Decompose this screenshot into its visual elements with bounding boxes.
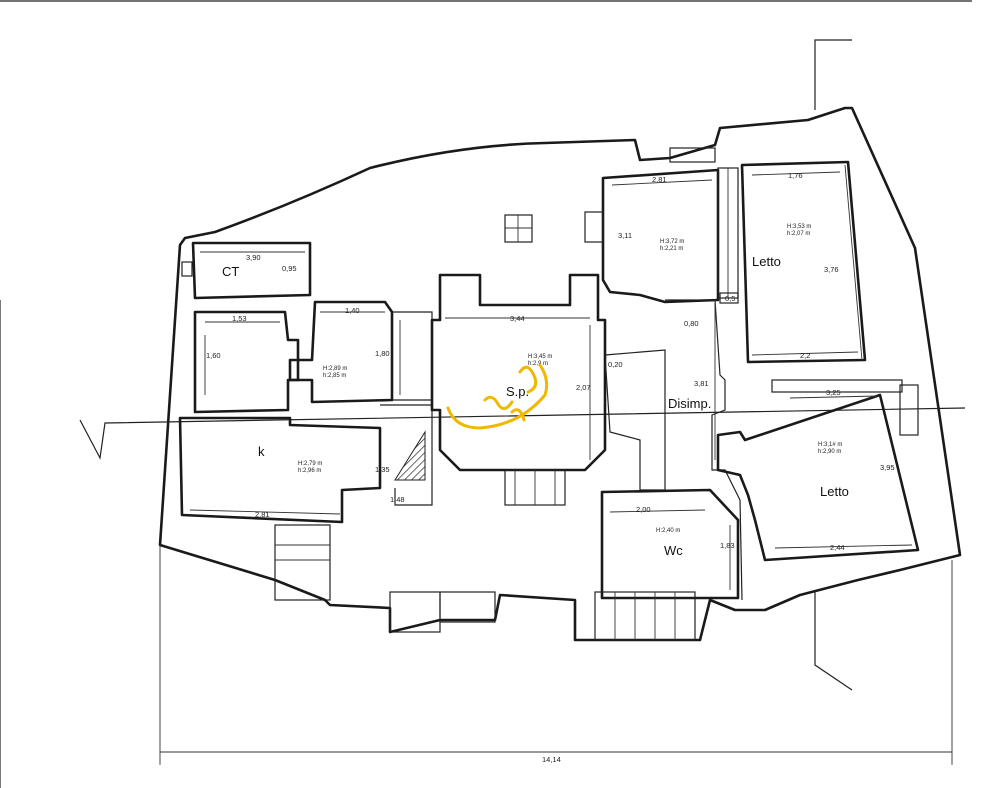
dim-wall-small: 0,5 [725,294,735,303]
dim-ct-width: 3,90 [246,253,261,262]
height-letto-top-2: h:2,07 m [787,231,810,237]
height-k-2: h:2,96 m [298,468,321,474]
dim-letto-bottom-width: 2,44 [830,543,845,552]
room-label-k: k [258,444,265,459]
room-label-letto-top: Letto [752,254,781,269]
room-ct: CT 3,90 0,95 [181,241,312,300]
height-small-room-1: H:2,89 m [323,366,347,372]
height-top-room-1: H:3,72 m [660,239,684,245]
dim-disimp-height: 3,81 [694,379,709,388]
section-lines [79,39,966,765]
section-marker-top [814,39,852,110]
room-wc: 2,00 1,83 H:2,40 m Wc [594,488,740,641]
dim-wc-height: 1,83 [720,541,735,550]
height-letto-bottom-1: H:3,1# m [818,442,842,448]
room-label-sp: S.p. [506,384,529,399]
height-wc: H:2,40 m [656,528,680,534]
room-k: k H:2,79 m h:2,96 m 1,35 2,81 1,48 [178,404,433,524]
dim-corridor-a: 0,80 [684,319,699,328]
room-sp: 3,44 2,07 H:3,45 m h:2,9 m S.p. [430,214,607,506]
room-left-upper: 1,53 1,60 [193,310,300,414]
dim-top-room-height: 3,11 [618,231,632,240]
dim-total-width: 14,14 [542,755,561,764]
section-line-horizontal [79,407,966,460]
handwritten-annotation [446,363,549,430]
dim-sp-width: 3,44 [510,314,525,323]
room-top-center: 2,81 3,11 H:3,72 m h:2,21 m [584,167,739,304]
dim-k-height: 1,35 [375,465,390,474]
room-label-ct: CT [222,264,239,279]
room-label-letto-bottom: Letto [820,484,849,499]
dim-k-width: 2,81 [255,510,270,519]
stairs-lower-left [274,524,496,633]
room-letto-top: 1,76 3,76 2,2 H:3,53 m h:2,07 m Letto [740,160,867,364]
dim-top-room-width: 2,81 [652,175,667,184]
room-label-wc: Wc [664,543,683,558]
stairs-wc [594,591,696,641]
dim-letto-top-bottom: 2,2 [800,351,810,360]
room-label-disimp: Disimp. [668,396,711,411]
dim-corridor-b: 0,20 [608,360,623,369]
dim-letto-bottom-height: 3,95 [880,463,895,472]
dim-sp-height: 2,07 [576,383,591,392]
height-sp-2: h:2,9 m [528,361,548,367]
dim-room-a-height: 1,60 [206,351,221,360]
height-small-room-2: h:2,85 m [323,373,346,379]
dim-ct-height: 0,95 [282,264,297,273]
stair-hatch [394,430,426,481]
dim-room-a-width: 1,53 [232,314,247,323]
height-sp-1: H:3,45 m [528,354,552,360]
dim-small-room-height: 1,80 [375,349,390,358]
dim-small-room-width: 1,40 [345,306,360,315]
height-top-room-2: h:2,21 m [660,246,683,252]
dim-letto-bottom-top: 3,25 [826,388,841,397]
height-letto-bottom-2: h:2,90 m [818,449,841,455]
room-small: 1,40 1,80 H:2,89 m h:2,85 m [288,300,433,404]
building-outline [158,106,962,642]
room-letto-bottom: 3,25 3,95 2,44 H:3,1# m h:2,90 m Letto [716,384,920,562]
height-k-1: H:2,79 m [298,461,322,467]
stairs-top [669,147,716,163]
dim-k-small: 1,48 [390,495,405,504]
dim-wc-width: 2,00 [636,505,651,514]
height-letto-top-1: H:3,53 m [787,224,811,230]
section-marker-bottom [814,590,853,691]
dim-letto-top-width: 1,76 [788,171,803,180]
column-square [504,214,533,243]
dim-letto-top-height: 3,76 [824,265,839,274]
